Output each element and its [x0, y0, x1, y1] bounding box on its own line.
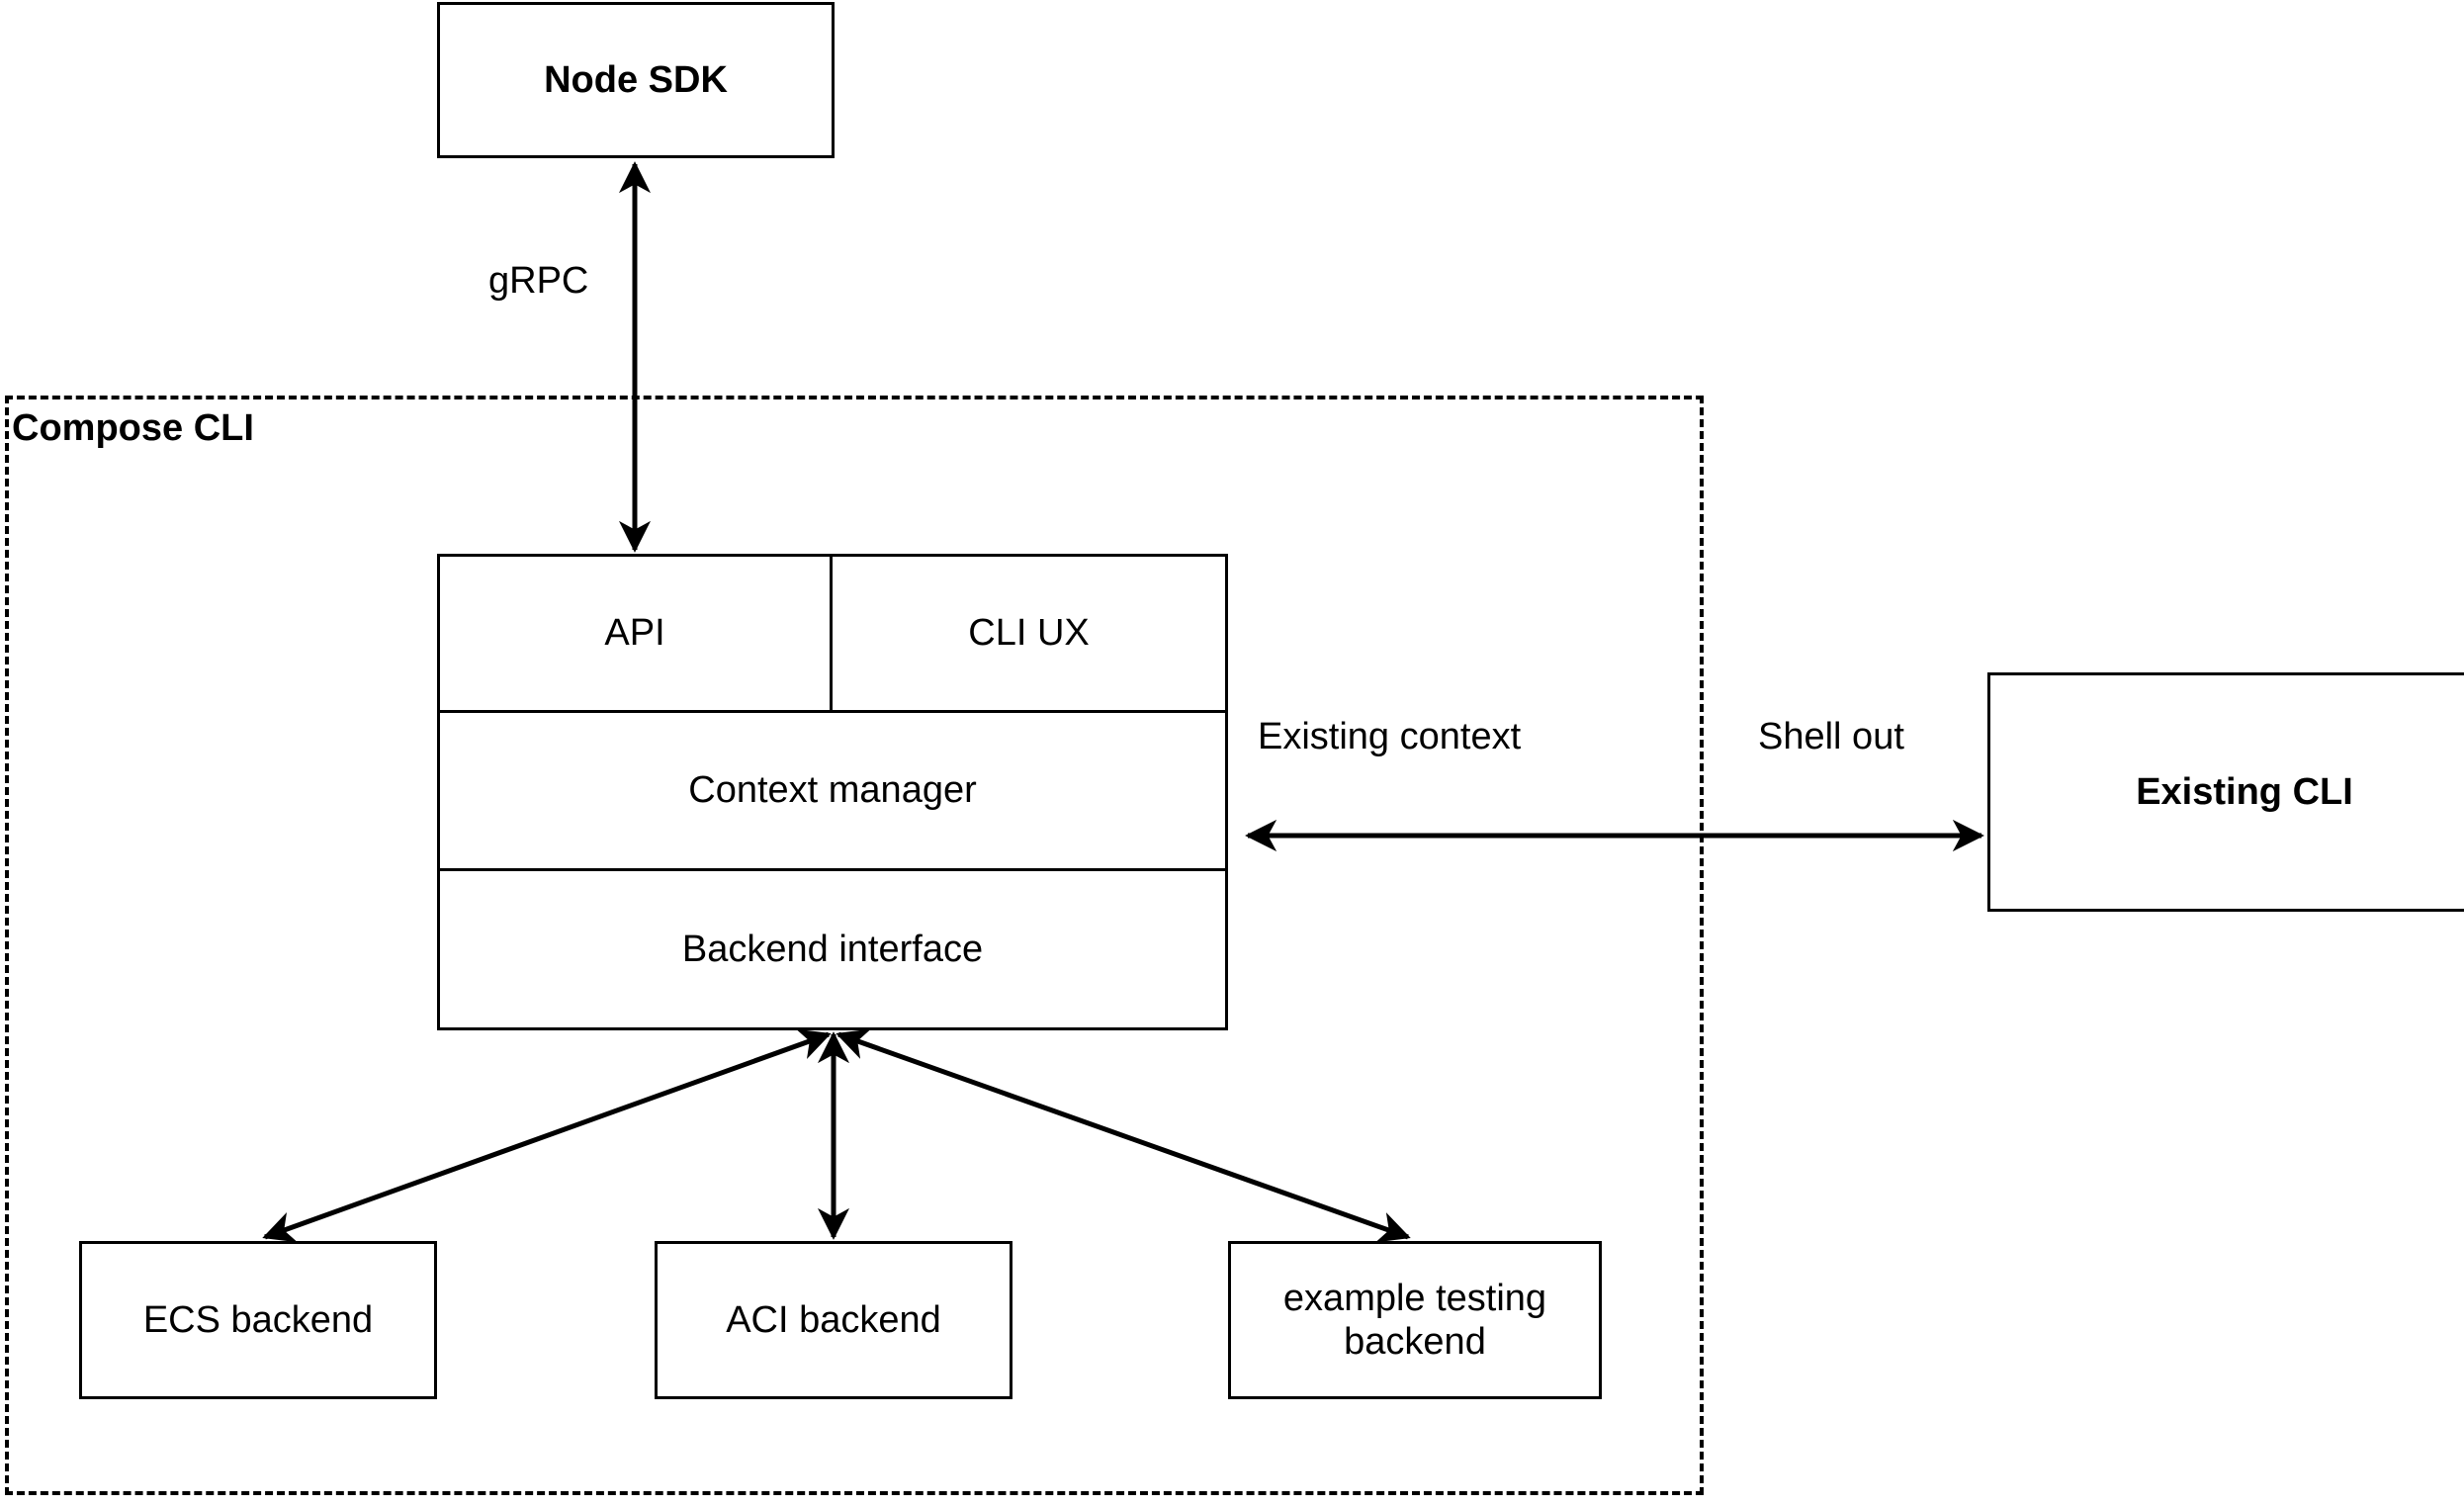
example-testing-backend-label: example testing backend: [1282, 1277, 1547, 1363]
ecs-backend-box: ECS backend: [79, 1241, 437, 1399]
stack-row-api-cliux: API CLI UX: [440, 557, 1225, 713]
context-manager-label: Context manager: [688, 769, 977, 811]
edge-label-grpc: gRPC: [488, 260, 589, 302]
compose-cli-boundary: [5, 396, 1704, 1495]
backend-interface-cell: Backend interface: [440, 871, 1225, 1027]
ecs-backend-label: ECS backend: [142, 1298, 374, 1341]
node-sdk-label: Node SDK: [544, 58, 728, 101]
edge-label-existing-context: Existing context: [1258, 716, 1522, 757]
stack-row-context-manager: Context manager: [440, 713, 1225, 871]
compose-cli-core-stack: API CLI UX Context manager Backend inter…: [437, 554, 1228, 1030]
compose-cli-label: Compose CLI: [12, 407, 254, 449]
stack-row-backend-interface: Backend interface: [440, 871, 1225, 1027]
node-sdk-box: Node SDK: [437, 2, 835, 158]
edge-label-shell-out: Shell out: [1758, 716, 1904, 757]
example-testing-backend-box: example testing backend: [1228, 1241, 1602, 1399]
backend-interface-label: Backend interface: [681, 928, 984, 970]
aci-backend-box: ACI backend: [655, 1241, 1012, 1399]
aci-backend-label: ACI backend: [726, 1298, 941, 1341]
context-manager-cell: Context manager: [440, 713, 1225, 868]
api-cell: API: [440, 557, 833, 710]
cli-ux-label: CLI UX: [968, 612, 1090, 654]
api-label: API: [604, 612, 665, 654]
existing-cli-label: Existing CLI: [2136, 770, 2353, 813]
cli-ux-cell: CLI UX: [833, 557, 1225, 710]
existing-cli-box: Existing CLI: [1987, 672, 2464, 912]
